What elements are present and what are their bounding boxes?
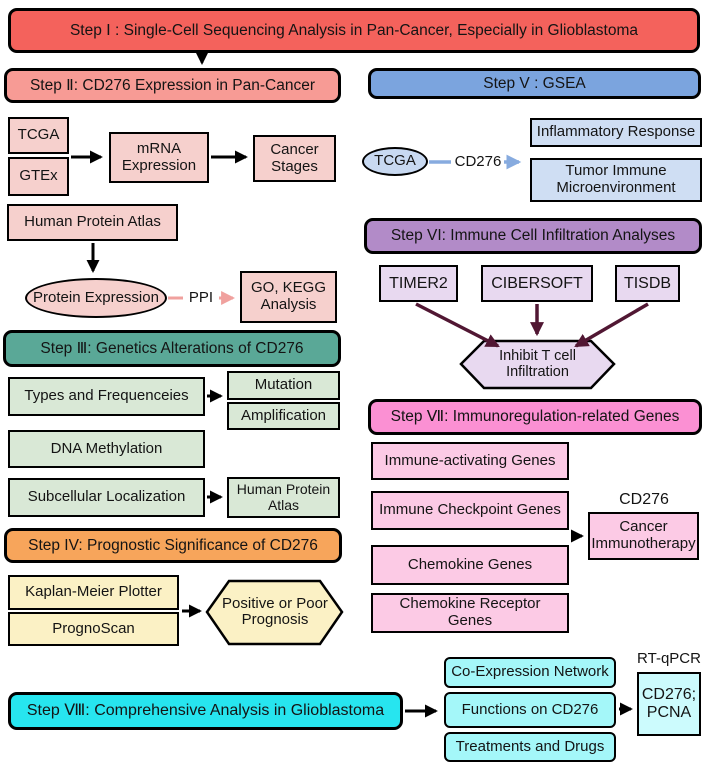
prognoscan-box: PrognoScan: [8, 612, 179, 646]
cibersoft-box: CIBERSOFT: [481, 265, 593, 302]
tisdb-box: TISDB: [615, 265, 680, 302]
rtqpcr-label: RT-qPCR: [637, 649, 701, 667]
prognosis-hexagon-label: Positive or Poor Prognosis: [222, 594, 328, 628]
step6-header: Step VI: Immune Cell Infiltration Analys…: [364, 218, 702, 254]
step8-header: Step Ⅷ: Comprehensive Analysis in Gliobl…: [8, 692, 403, 730]
tcga-ellipse: TCGA: [362, 147, 428, 176]
human-protein-atlas-box: Human Protein Atlas: [7, 204, 178, 241]
subcellular-localization-box: Subcellular Localization: [8, 478, 205, 517]
treatments-and-drugs-box: Treatments and Drugs: [444, 732, 616, 762]
amplification-box: Amplification: [227, 402, 340, 430]
step7-header: Step Ⅶ: Immunoregulation-related Genes: [368, 399, 702, 435]
immune-checkpoint-genes-box: Immune Checkpoint Genes: [371, 491, 569, 530]
step1-header: Step Ⅰ : Single-Cell Sequencing Analysis…: [8, 8, 700, 53]
gtex-box: GTEx: [8, 157, 69, 196]
immune-activating-genes-box: Immune-activating Genes: [371, 442, 569, 480]
cancer-immunotherapy-box: Cancer Immunotherapy: [588, 512, 699, 560]
inhibit-tcell-hexagon-label: Inhibit T cell Infiltration: [499, 348, 576, 380]
step4-header: Step IV: Prognostic Significance of CD27…: [4, 528, 342, 563]
timer2-box: TIMER2: [379, 265, 458, 302]
go-kegg-box: GO, KEGG Analysis: [240, 271, 337, 323]
ppi-label: PPI: [188, 288, 214, 306]
cd276-pcna-box: CD276; PCNA: [637, 672, 701, 736]
arrow-timer2-to-hexagon: [415, 302, 500, 348]
step3-header: Step Ⅲ: Genetics Alterations of CD276: [3, 330, 341, 367]
step5-header: Step V : GSEA: [368, 68, 701, 99]
protein-expression-ellipse: Protein Expression: [25, 278, 167, 318]
coexpression-network-box: Co-Expression Network: [444, 657, 616, 688]
functions-on-cd276-box: Functions on CD276: [444, 692, 616, 728]
cd276-gsea-label: CD276: [454, 152, 502, 170]
arrow-tisdb-to-hexagon: [574, 302, 649, 348]
inflammatory-response-box: Inflammatory Response: [530, 118, 702, 147]
mutation-box: Mutation: [227, 371, 340, 400]
dna-methylation-box: DNA Methylation: [8, 430, 205, 468]
types-frequencies-box: Types and Frequenceies: [8, 377, 205, 416]
human-protein-atlas-box-2: Human Protein Atlas: [227, 477, 340, 518]
cancer-stages-box: Cancer Stages: [253, 135, 336, 182]
mrna-expression-box: mRNA Expression: [109, 132, 209, 183]
cd276-immunotherapy-label: CD276: [619, 491, 669, 509]
chemokine-genes-box: Chemokine Genes: [371, 545, 569, 585]
kaplan-meier-box: Kaplan-Meier Plotter: [8, 575, 179, 610]
step2-header: Step Ⅱ: CD276 Expression in Pan-Cancer: [4, 68, 341, 103]
chemokine-receptor-genes-box: Chemokine Receptor Genes: [371, 593, 569, 633]
tcga-box: TCGA: [8, 117, 69, 154]
tumor-immune-microenvironment-box: Tumor Immune Microenvironment: [530, 158, 702, 202]
